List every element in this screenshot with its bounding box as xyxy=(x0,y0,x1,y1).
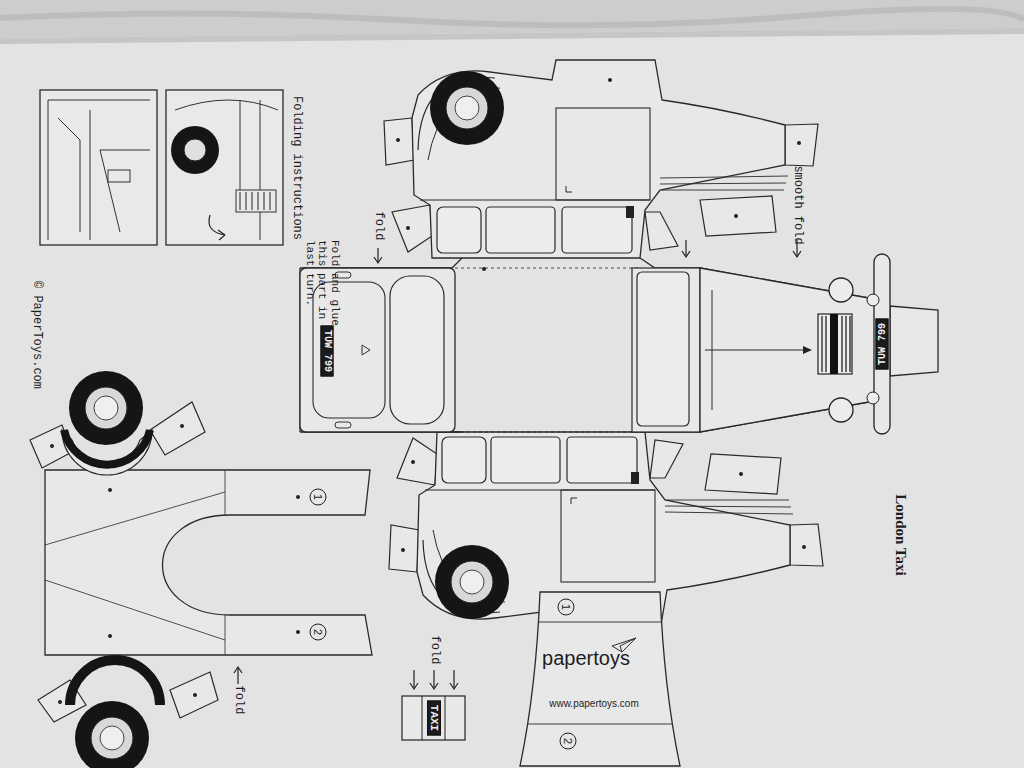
callout-number: 1 xyxy=(558,599,575,616)
number-plate: TUW 799 xyxy=(876,319,889,370)
node-text: 1 xyxy=(312,494,324,500)
sheet-title: London Taxi xyxy=(891,494,908,575)
node-text: 1 xyxy=(560,604,572,610)
fold-note: smooth fold xyxy=(790,165,804,244)
fold-note: fold xyxy=(371,212,385,241)
web-address: www.papertoys.com xyxy=(549,698,638,710)
number-plate: TUW 799 xyxy=(321,326,334,377)
copyright-note: © PaperToys.com xyxy=(29,281,43,389)
brand-logo: papertoys xyxy=(542,647,630,670)
taxi-sign: TAXI xyxy=(427,701,441,736)
callout-number: 2 xyxy=(560,733,577,750)
fold-note: fold xyxy=(427,636,441,665)
node-text: TAXI xyxy=(428,705,440,731)
node-text: 2 xyxy=(562,738,574,744)
fold-note: fold xyxy=(231,686,245,715)
node-text: TUW 799 xyxy=(322,330,333,372)
callout-number: 1 xyxy=(310,489,327,506)
callout-number: 2 xyxy=(310,624,327,641)
node-text: 2 xyxy=(312,629,324,635)
instruction-heading: Folding instructions xyxy=(289,96,303,240)
node-text: TUW 799 xyxy=(877,323,888,365)
